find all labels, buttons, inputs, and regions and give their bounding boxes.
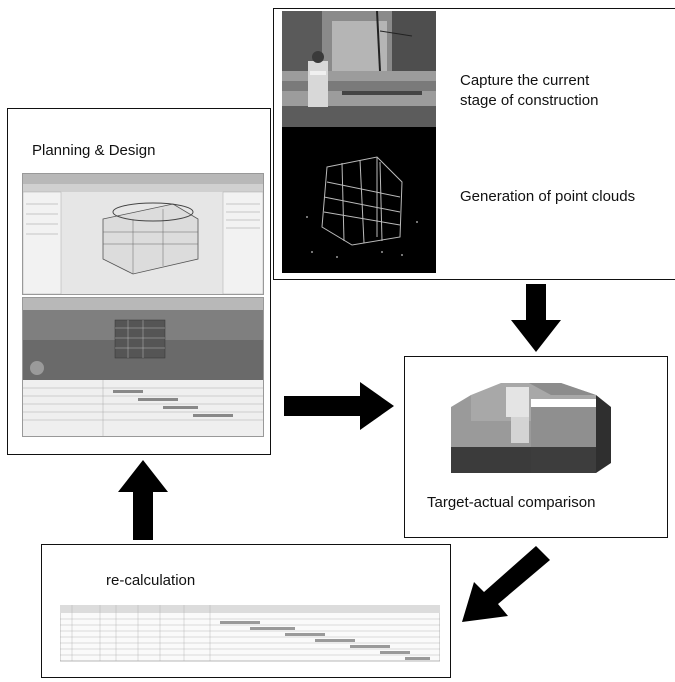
bim-software-screenshot [22,173,264,295]
capture-label-line1: Capture the current [460,72,590,89]
schedule-software-screenshot [22,297,264,437]
building-block-model [451,383,611,473]
planning-box: Planning & Design [7,108,271,455]
capture-label-line2: stage of construction [460,92,599,109]
construction-site-photo [282,11,436,127]
comparison-box: Target-actual comparison [404,356,668,538]
planning-title: Planning & Design [32,142,156,159]
arrow-right-icon [284,382,394,430]
comparison-label: Target-actual comparison [427,494,596,511]
point-cloud-label: Generation of point clouds [460,188,636,205]
capture-box: Capture the current stage of constructio… [273,8,675,280]
capture-label: Capture the current stage of constructio… [460,71,598,111]
arrow-down-icon [511,284,561,352]
point-cloud-image [282,127,436,273]
arrow-diagonal-icon [462,546,550,622]
gantt-schedule-table [60,605,440,662]
arrow-up-icon [118,460,168,540]
recalc-box: re-calculation [41,544,451,678]
recalc-title: re-calculation [106,572,196,589]
